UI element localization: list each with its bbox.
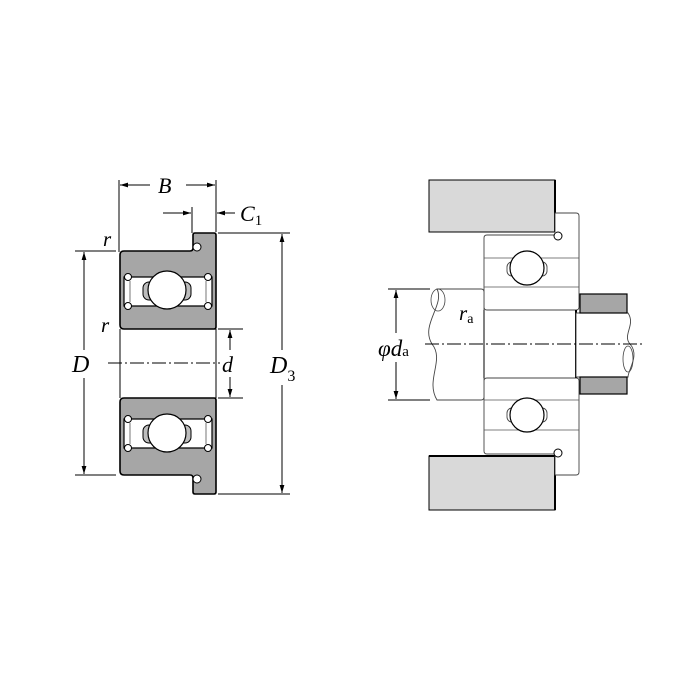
label-r-mid: r <box>101 313 110 337</box>
label-r-top: r <box>103 227 112 251</box>
spacer-upper <box>579 293 628 314</box>
label-C1: C1 <box>240 201 262 229</box>
spacer-lower <box>579 376 628 395</box>
label-phi-da: φda <box>378 336 409 361</box>
mounting-arrangement: φda ra <box>378 179 645 511</box>
housing-upper <box>428 179 556 233</box>
label-D3: D3 <box>269 353 295 385</box>
housing-lower <box>428 455 556 511</box>
ball-upper-mounted <box>509 250 545 286</box>
label-D: D <box>71 352 89 378</box>
ball-upper <box>147 270 187 310</box>
ball-lower <box>147 413 187 453</box>
ball-lower-mounted <box>509 397 545 433</box>
shaft-right <box>575 312 635 378</box>
label-B: B <box>158 173 171 198</box>
flanged-bearing-section: B C1 r r D d D3 <box>71 173 295 495</box>
label-ra: ra <box>459 301 474 327</box>
label-d: d <box>222 352 234 377</box>
